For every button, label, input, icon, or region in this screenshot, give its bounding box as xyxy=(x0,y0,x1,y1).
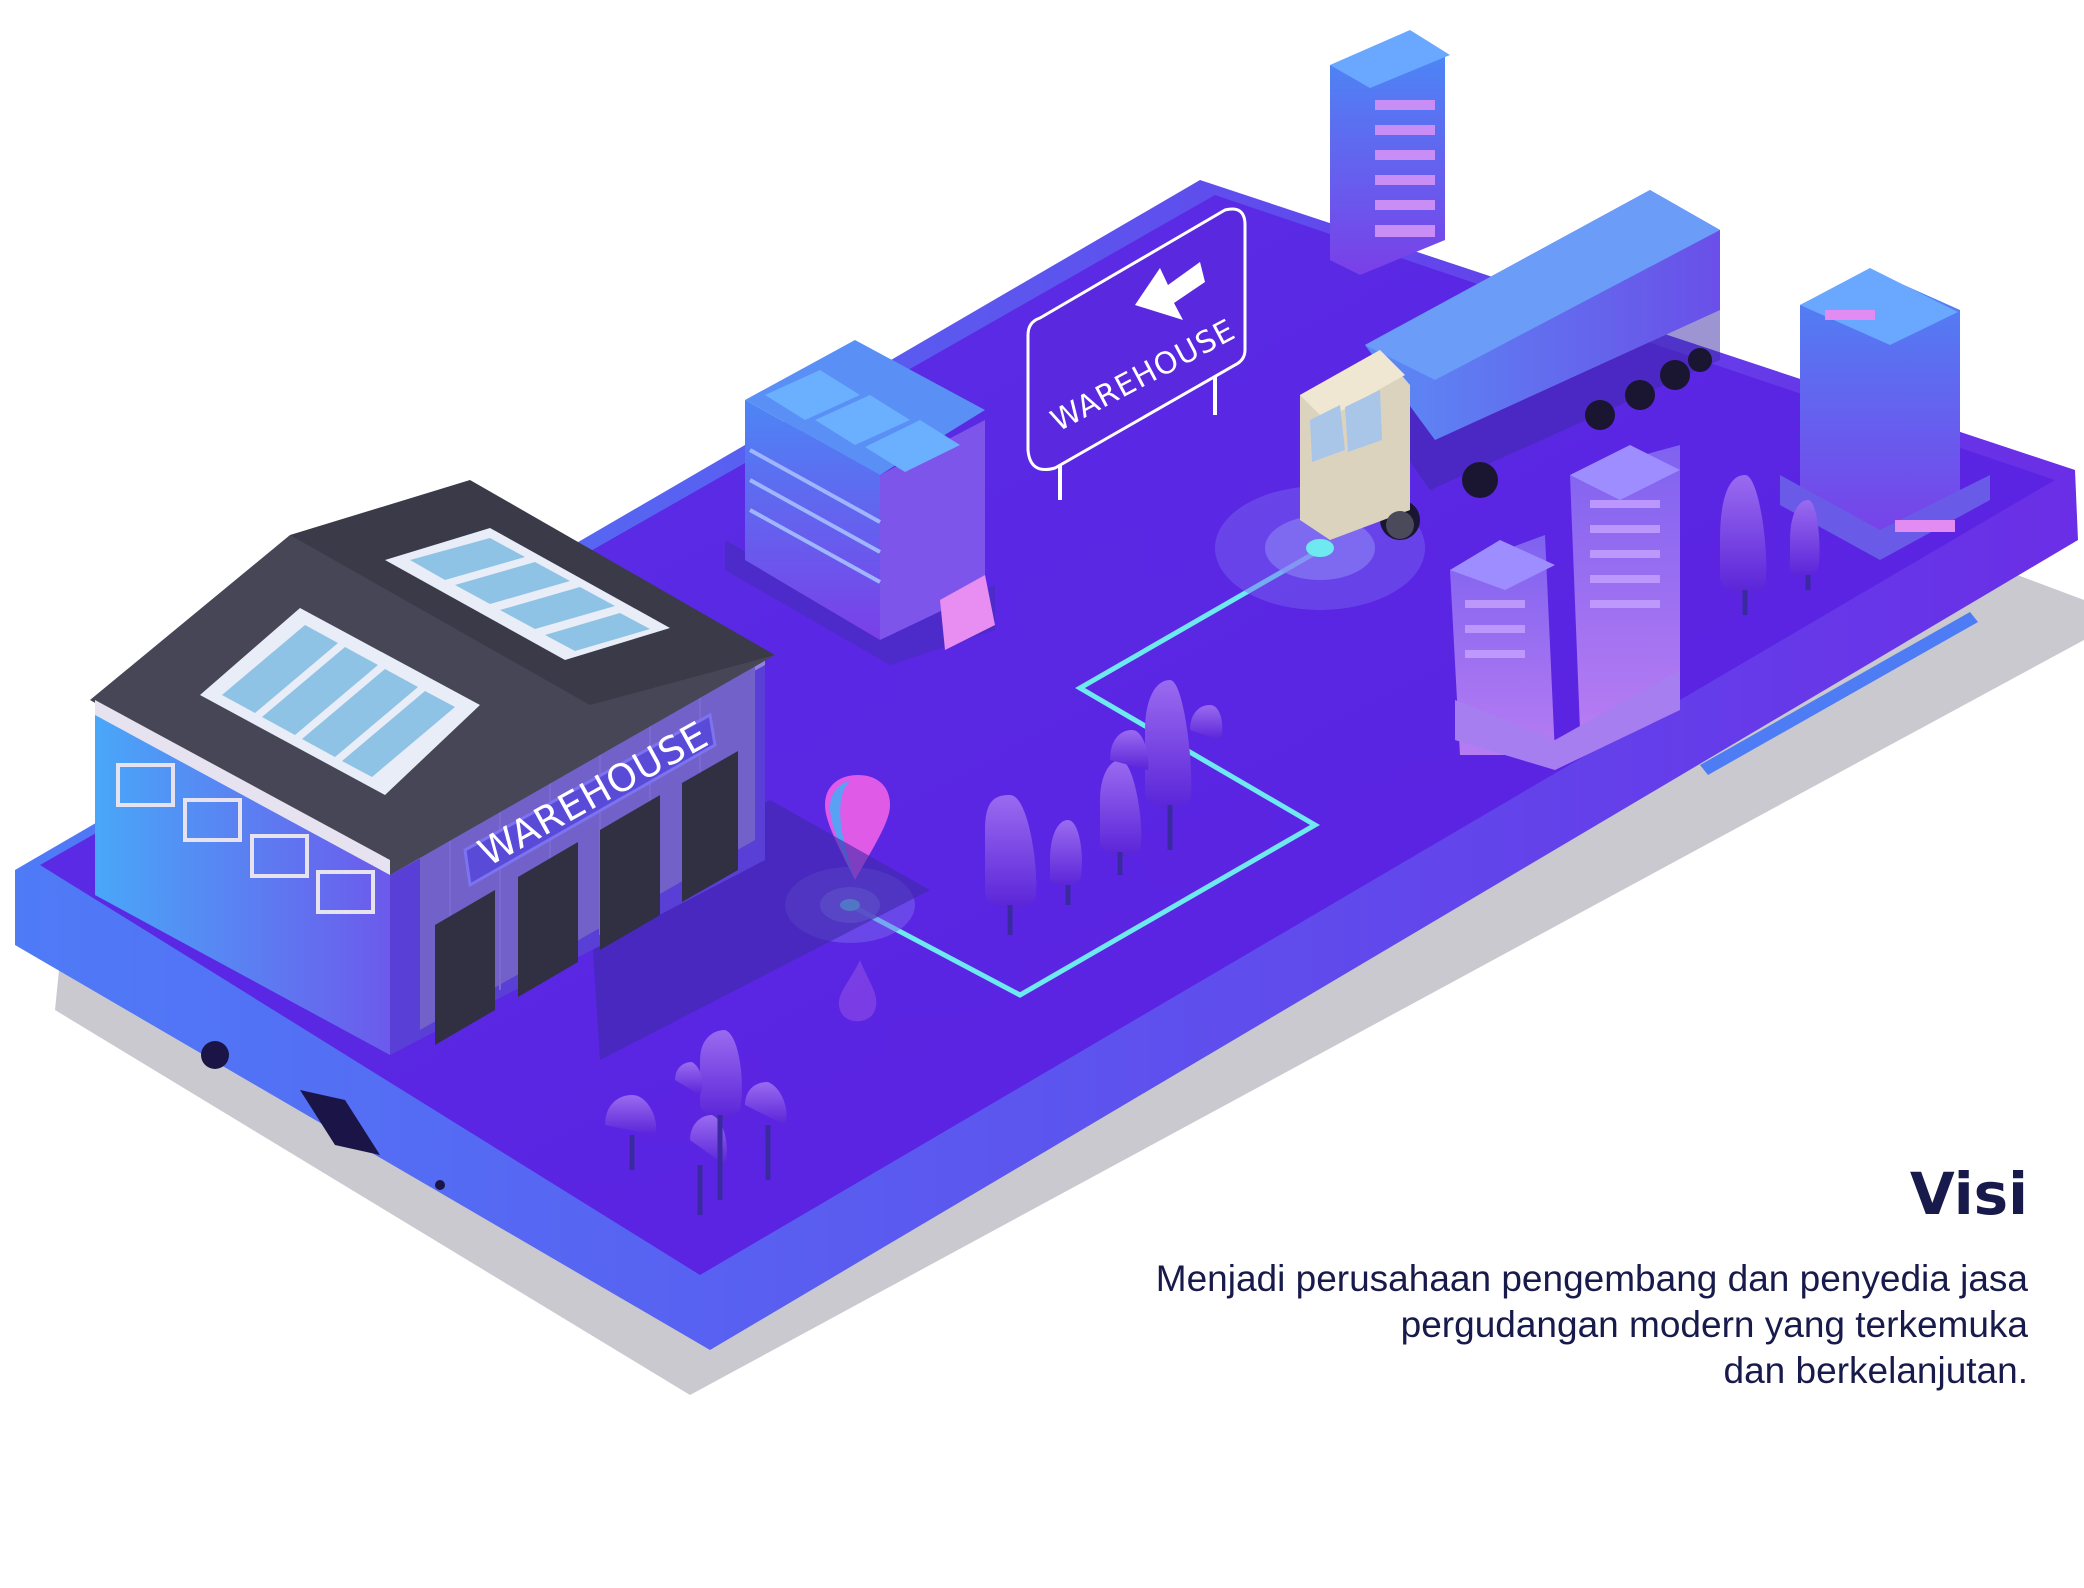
arrow-left-icon xyxy=(1135,262,1205,320)
route-line xyxy=(848,547,1322,998)
vision-title: Visi xyxy=(1909,1160,2028,1228)
office-building-top xyxy=(1330,30,1450,275)
usb-port-icon xyxy=(300,1090,380,1155)
vision-line: pergudangan modern yang terkemuka xyxy=(1400,1304,2028,1345)
microphone-hole-icon xyxy=(435,1180,445,1190)
headphone-jack-icon xyxy=(201,1041,229,1069)
tree-icon xyxy=(605,475,1820,1165)
truck xyxy=(1300,190,1720,540)
tree-trunks xyxy=(629,575,1811,1215)
warehouse-building: WAREHOUSE xyxy=(90,480,930,1060)
phone-side-button xyxy=(1700,612,1978,775)
office-building-twin xyxy=(1450,445,1680,770)
office-building-mid xyxy=(725,340,995,665)
warehouse-signboard xyxy=(463,712,717,888)
phone-screen xyxy=(40,195,2055,1275)
location-pin-icon xyxy=(825,775,890,1022)
vision-line: Menjadi perusahaan pengembang dan penyed… xyxy=(1155,1258,2028,1299)
vision-statement: Menjadi perusahaan pengembang dan penyed… xyxy=(1048,1256,2028,1394)
vision-line: dan berkelanjutan. xyxy=(1723,1350,2028,1391)
vision-section: Visi Menjadi perusahaan pengembang dan p… xyxy=(1048,1160,2028,1394)
office-building-right xyxy=(1780,268,1990,560)
target-dot xyxy=(1306,539,1334,557)
